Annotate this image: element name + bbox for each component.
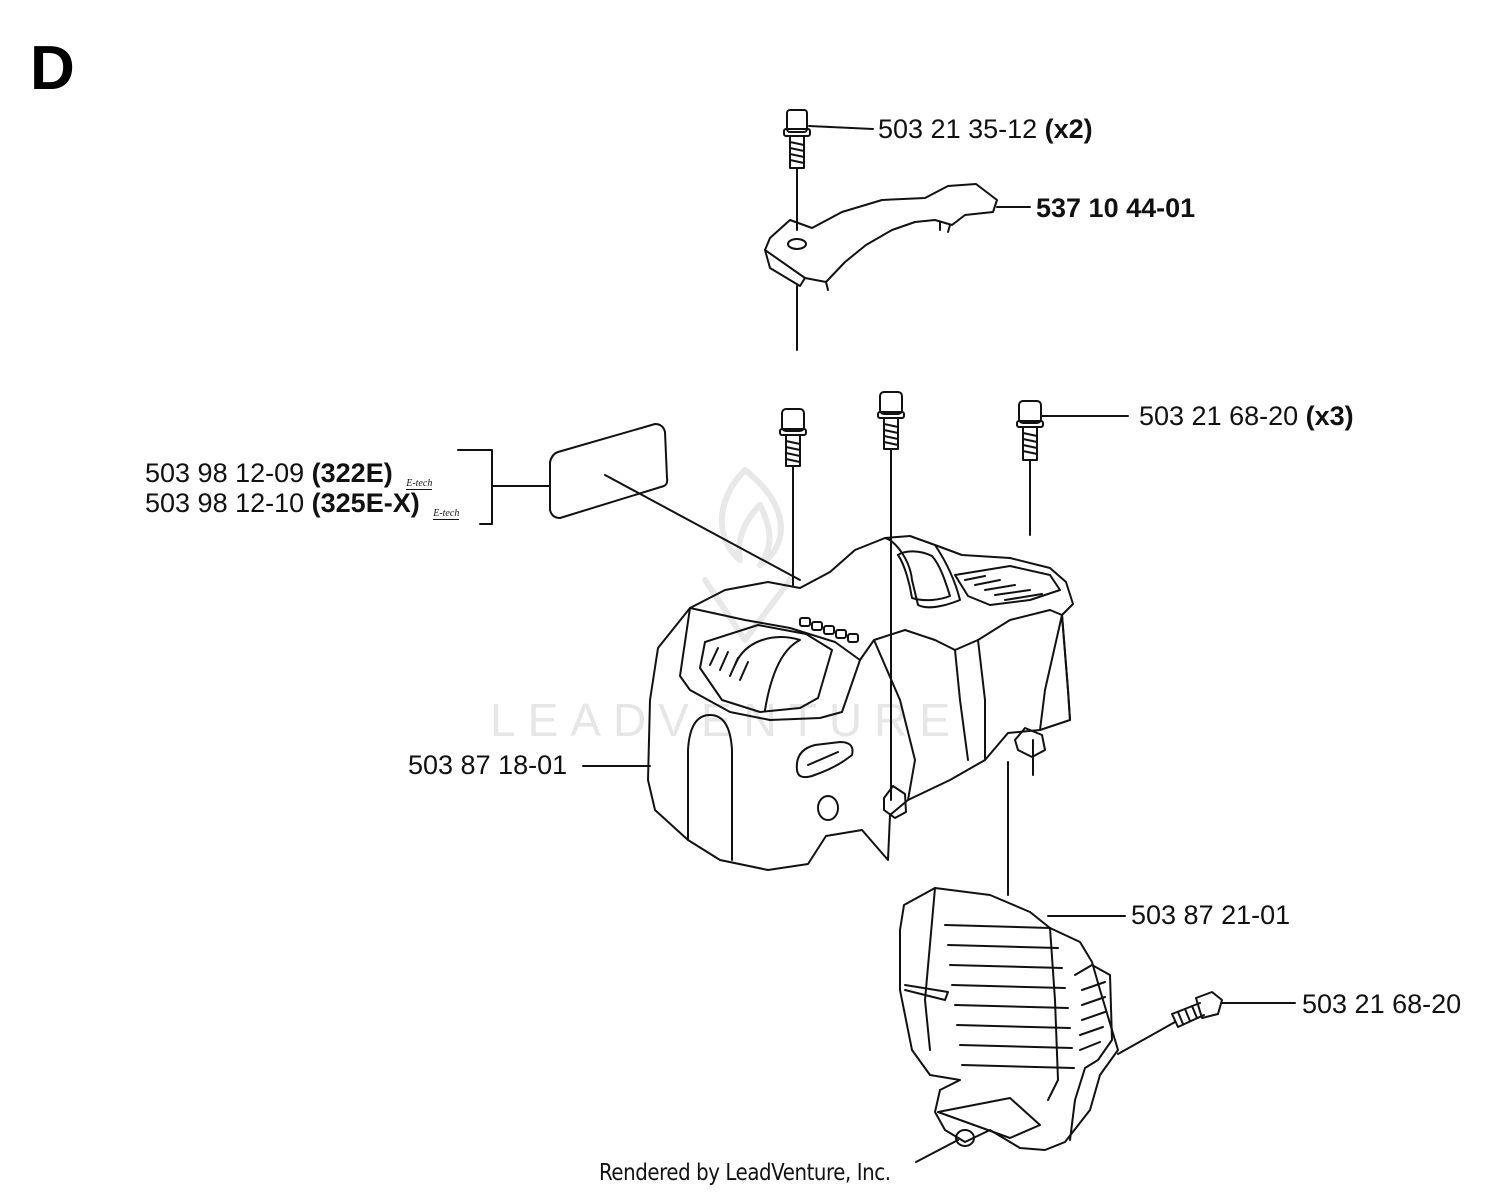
screw-middle-icon — [877, 391, 905, 450]
part-qualifier: (325E-X) — [311, 488, 420, 518]
watermark-logo-icon — [702, 467, 793, 643]
part-label-537-10-44-01[interactable]: 537 10 44-01 — [1036, 193, 1195, 223]
screw-left-icon — [779, 408, 807, 467]
leader-decal-to-cover — [604, 474, 801, 581]
air-guide-icon — [899, 887, 1119, 1151]
cylinder-cover-icon — [647, 535, 1074, 871]
leader-503-21-35-12 — [808, 125, 874, 130]
part-number: 503 21 68-20 — [1139, 401, 1299, 431]
footer-credit: Rendered by LeadVenture, Inc. — [599, 1160, 891, 1186]
screw-right-icon — [1016, 400, 1044, 461]
etech-badge-icon: E-tech — [433, 508, 460, 520]
part-qualifier: (x2) — [1044, 114, 1093, 144]
part-number: 537 10 44-01 — [1036, 193, 1196, 223]
part-number: 503 21 68-20 — [1302, 989, 1462, 1019]
part-qualifier: (322E) — [311, 458, 393, 488]
part-label-503-98-12-10[interactable]: 503 98 12-10 (325E-X) E-tech — [145, 488, 460, 520]
part-label-503-21-68-20-x3[interactable]: 503 21 68-20 (x3) — [1139, 401, 1354, 431]
screw-single-icon — [1171, 991, 1223, 1028]
section-letter: D — [30, 34, 75, 103]
part-label-503-87-21-01[interactable]: 503 87 21-01 — [1131, 900, 1290, 930]
part-number: 503 87 21-01 — [1131, 900, 1291, 930]
part-number: 503 87 18-01 — [408, 750, 568, 780]
part-number: 503 98 12-09 — [145, 458, 305, 488]
part-label-503-87-18-01[interactable]: 503 87 18-01 — [408, 750, 567, 780]
etech-badge-icon: E-tech — [406, 478, 433, 490]
decal-label-icon — [549, 423, 669, 519]
part-label-503-21-35-12[interactable]: 503 21 35-12 (x2) — [878, 114, 1093, 144]
part-number: 503 21 35-12 — [878, 114, 1038, 144]
screw-top-icon — [783, 109, 811, 169]
leader-axis-screw-single — [1117, 1021, 1176, 1055]
leader-bracket-decal — [457, 449, 551, 525]
part-number: 503 98 12-10 — [145, 488, 305, 518]
leader-footer — [915, 1139, 959, 1163]
part-qualifier: (x3) — [1305, 401, 1354, 431]
watermark-text: LEADVENTURE — [490, 694, 962, 746]
handle-bracket-icon — [764, 183, 998, 291]
part-label-503-21-68-20[interactable]: 503 21 68-20 — [1302, 989, 1461, 1019]
part-label-503-98-12-09[interactable]: 503 98 12-09 (322E) E-tech — [145, 458, 433, 490]
